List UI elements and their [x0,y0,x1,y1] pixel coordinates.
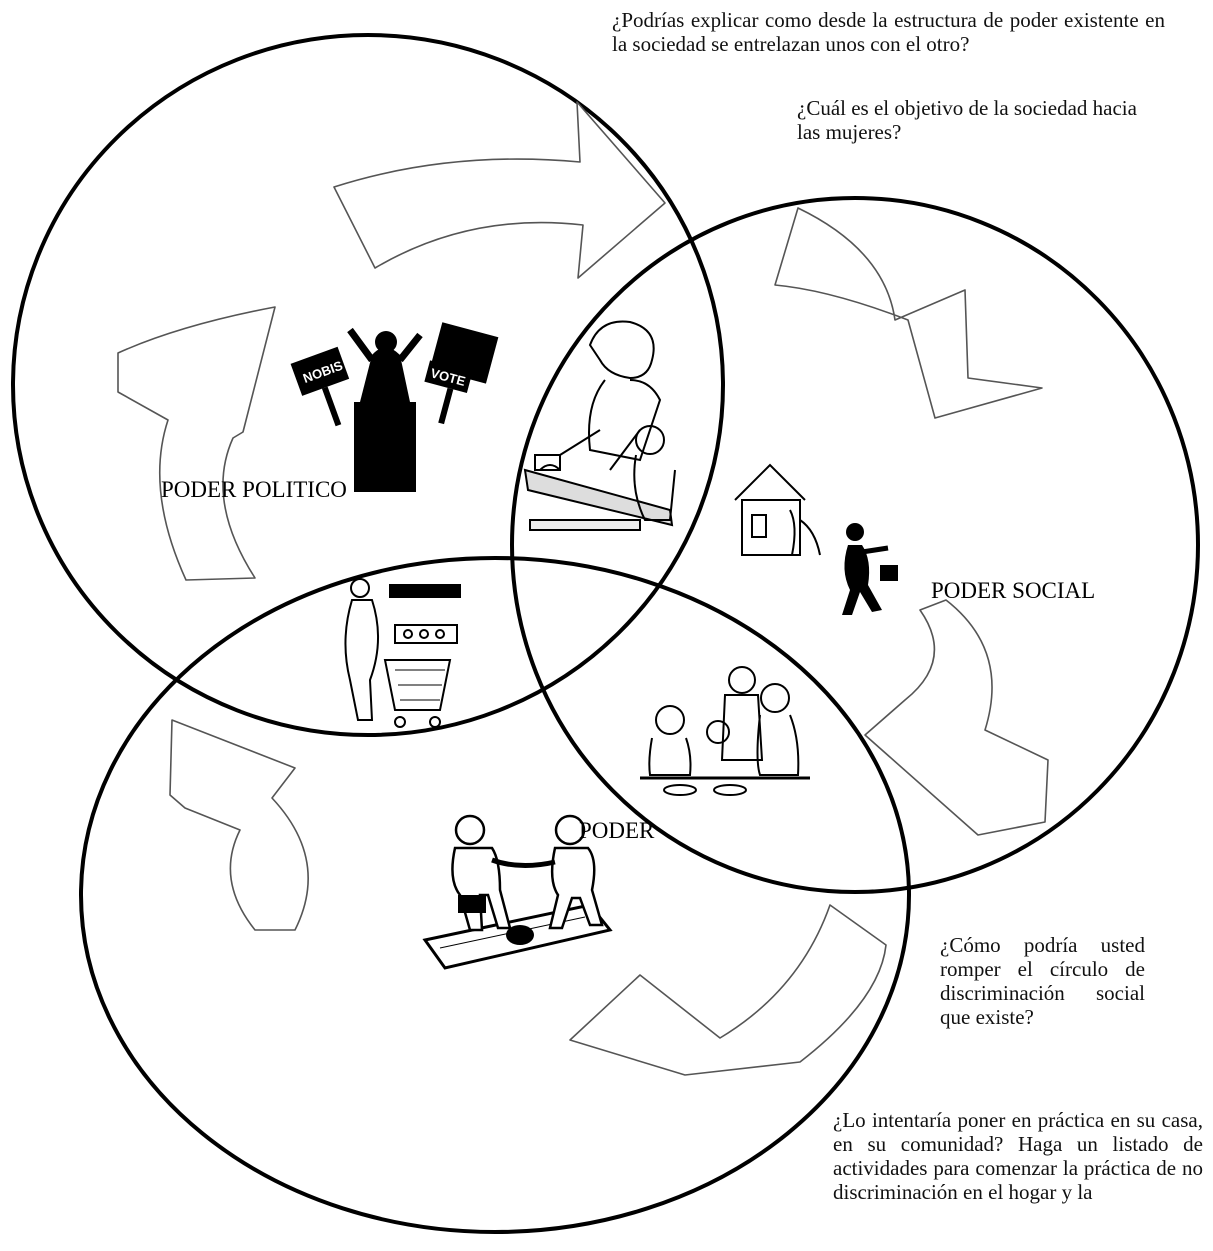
question-break-circle: ¿Cómo podría usted romper el círculo de … [940,933,1145,1029]
businessman-walking-clipart [842,523,898,615]
handshake-clipart [422,814,613,970]
arrow-bottom-right [569,904,887,1076]
arrow-top [333,101,666,279]
economic-power-circle [79,556,911,1234]
mother-child-cooking-clipart [523,320,676,531]
politician-clipart: NOBIS VOTE [290,322,499,492]
arrow-right-bottom [864,599,1049,836]
arrow-right-down [774,207,1043,419]
question-practice-text: ¿Lo intentaría poner en práctica en su c… [833,1108,1203,1204]
label-political-power: PODER POLITICO [161,477,347,502]
house-clipart [734,463,821,556]
arrow-left-up [117,306,276,581]
arrow-left-bottom [169,719,309,931]
question-objective-text: ¿Cuál es el objetivo de la sociedad haci… [797,96,1137,144]
family-dinner-clipart [640,666,810,796]
question-objective: ¿Cuál es el objetivo de la sociedad haci… [797,96,1142,144]
question-practice: ¿Lo intentaría poner en práctica en su c… [833,1108,1203,1204]
question-structure: ¿Podrías explicar como desde la estructu… [612,8,1165,56]
question-structure-text: ¿Podrías explicar como desde la estructu… [612,8,1165,56]
label-economic-power: PODER [579,818,655,843]
label-social-power: PODER SOCIAL [931,578,1096,603]
social-power-circle [510,196,1200,894]
woman-shopping-clipart [344,578,461,728]
political-power-circle [11,33,725,737]
question-break-circle-text: ¿Cómo podría usted romper el círculo de … [940,933,1145,1029]
